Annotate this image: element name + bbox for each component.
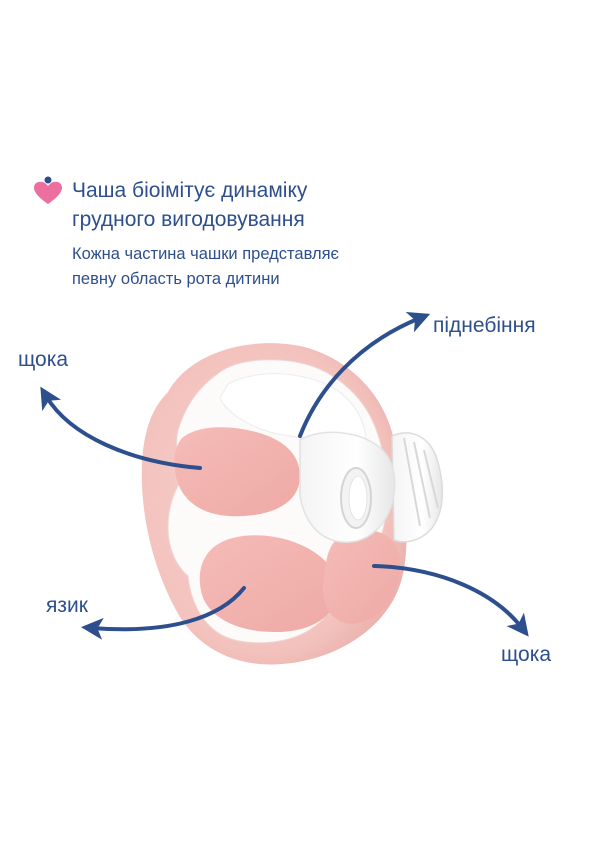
label-tongue: язик bbox=[46, 594, 88, 617]
label-palate: піднебіння bbox=[433, 314, 536, 337]
neck-connector bbox=[391, 432, 444, 543]
cheek-pad-left bbox=[174, 427, 300, 517]
heart-drop-icon bbox=[34, 176, 62, 204]
label-cheek-right: щока bbox=[501, 643, 552, 666]
arrow-tongue bbox=[81, 586, 246, 640]
nipple-opening-inner bbox=[348, 475, 368, 521]
arrow-cheek-left bbox=[40, 386, 202, 470]
page-subtitle: Кожна частина чашки представляє певну об… bbox=[72, 245, 339, 288]
cheek-pad-right bbox=[322, 530, 401, 624]
tongue-pad bbox=[199, 535, 339, 632]
neck-ribs bbox=[403, 437, 439, 527]
palate-zone bbox=[219, 373, 367, 440]
arrow-palate bbox=[298, 311, 431, 438]
label-cheek-left: щока bbox=[18, 348, 69, 371]
arrow-cheek-right bbox=[372, 564, 529, 637]
page-title: Чаша біоімітує динаміку грудного вигодов… bbox=[72, 179, 308, 231]
